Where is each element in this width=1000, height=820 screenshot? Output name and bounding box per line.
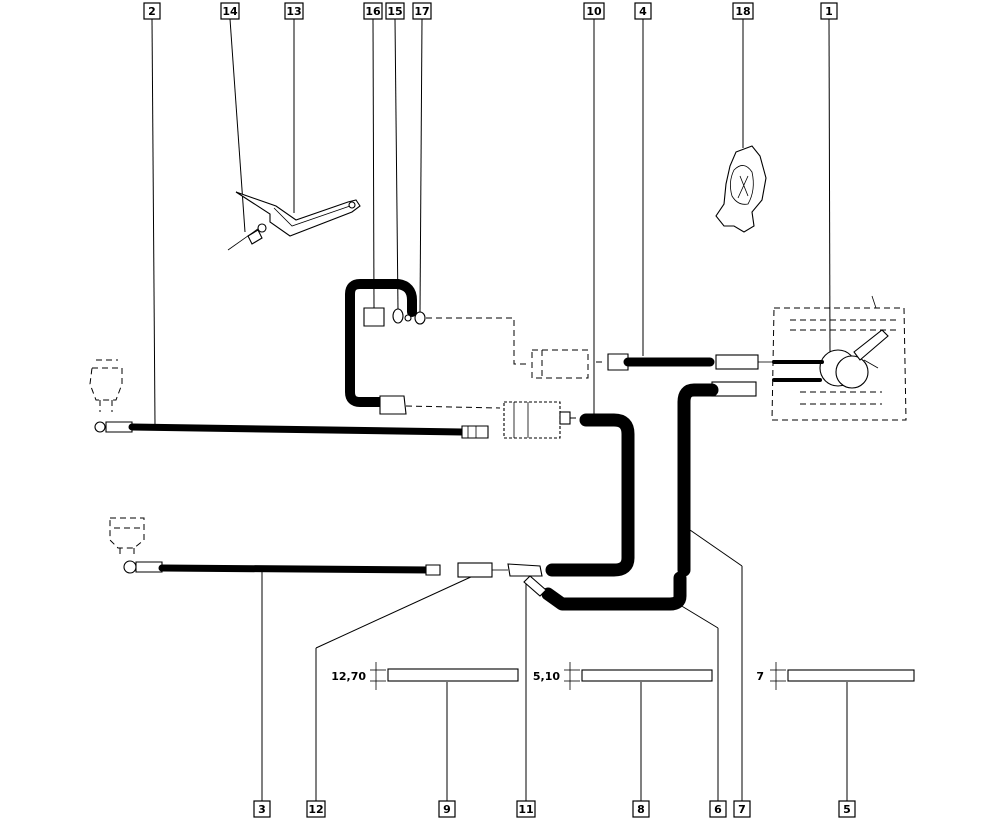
dimension-label-8: 5,10 — [533, 670, 560, 683]
callout-15: 15 — [385, 2, 405, 311]
hose-part-3 — [123, 560, 441, 576]
callout-12: 12 — [306, 575, 474, 818]
callout-4: 4 — [634, 2, 652, 356]
filter-reservoir-top — [89, 359, 123, 412]
svg-text:16: 16 — [365, 5, 381, 18]
hose-part-10 — [545, 413, 635, 577]
svg-text:13: 13 — [286, 5, 301, 18]
callout-8: 8 — [632, 682, 650, 818]
svg-text:15: 15 — [387, 5, 402, 18]
pump-upper-dashed — [531, 349, 606, 379]
callout-2: 2 — [143, 2, 161, 426]
hose-sample-5: 7 — [756, 662, 915, 690]
callout-9: 9 — [438, 682, 456, 818]
svg-text:3: 3 — [258, 803, 266, 816]
svg-text:8: 8 — [637, 803, 645, 816]
svg-text:10: 10 — [586, 5, 602, 18]
hose-part-6 — [541, 571, 687, 611]
hose-part-4 — [607, 353, 774, 371]
clip-part-18 — [715, 145, 767, 233]
bracket-part-13 — [235, 191, 361, 237]
svg-text:12: 12 — [308, 803, 323, 816]
callout-17: 17 — [412, 2, 432, 313]
svg-text:2: 2 — [148, 5, 156, 18]
svg-text:1: 1 — [825, 5, 833, 18]
callout-11: 11 — [516, 580, 536, 818]
svg-text:14: 14 — [222, 5, 238, 18]
connector-part-12 — [457, 562, 508, 578]
callout-3: 3 — [253, 572, 271, 818]
hose-sample-8: 5,10 — [533, 662, 713, 690]
hose-sample-9: 12,70 — [331, 662, 519, 690]
hose-part-2 — [94, 421, 489, 439]
svg-text:6: 6 — [714, 803, 722, 816]
t-piece-part-11 — [507, 563, 547, 597]
callout-6: 6 — [679, 604, 727, 818]
callout-1: 1 — [820, 2, 838, 353]
screw-part-14 — [227, 223, 267, 251]
reservoir-part-1 — [771, 295, 907, 421]
svg-text:11: 11 — [518, 803, 533, 816]
svg-text:5: 5 — [843, 803, 851, 816]
hose-part-7 — [677, 381, 757, 577]
callout-5: 5 — [838, 682, 856, 818]
svg-text:18: 18 — [735, 5, 750, 18]
callout-14: 14 — [220, 2, 246, 233]
loop-hose-part-16 — [345, 279, 426, 415]
dimension-label-9: 12,70 — [331, 670, 366, 683]
svg-text:9: 9 — [443, 803, 451, 816]
dimension-label-5: 7 — [756, 670, 764, 683]
svg-text:4: 4 — [639, 5, 647, 18]
pump-lower — [503, 401, 571, 439]
callout-7: 7 — [689, 529, 751, 818]
svg-text:7: 7 — [738, 803, 746, 816]
filter-reservoir-bottom — [109, 517, 145, 556]
callout-16: 16 — [363, 2, 383, 309]
callout-13: 13 — [284, 2, 304, 213]
svg-text:17: 17 — [414, 5, 429, 18]
callout-10: 10 — [583, 2, 605, 416]
callout-18: 18 — [732, 2, 754, 148]
